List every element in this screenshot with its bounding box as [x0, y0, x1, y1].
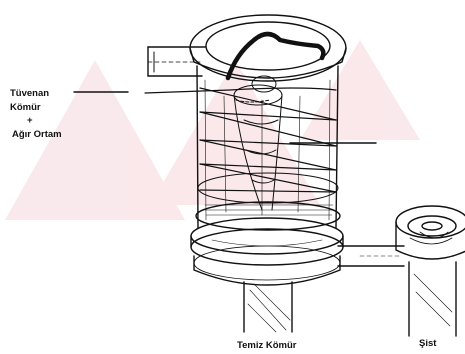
clean-coal-label: Temiz Kömür: [237, 340, 297, 351]
shale-outlet: [409, 262, 456, 336]
vessel-top-cap: [190, 15, 346, 81]
shale-discharge-pipe: [338, 246, 404, 266]
feed-label-line1: Tüvenan: [10, 88, 49, 99]
feed-label-line2: Kömür: [10, 102, 41, 113]
shale-chamber: [396, 206, 465, 259]
shale-label: Şist: [419, 338, 437, 349]
feed-label-line3: Ağır Ortam: [12, 129, 62, 140]
feed-label-plus: +: [27, 115, 33, 126]
clean-coal-outlet: [244, 282, 292, 332]
watermark: [5, 40, 420, 220]
